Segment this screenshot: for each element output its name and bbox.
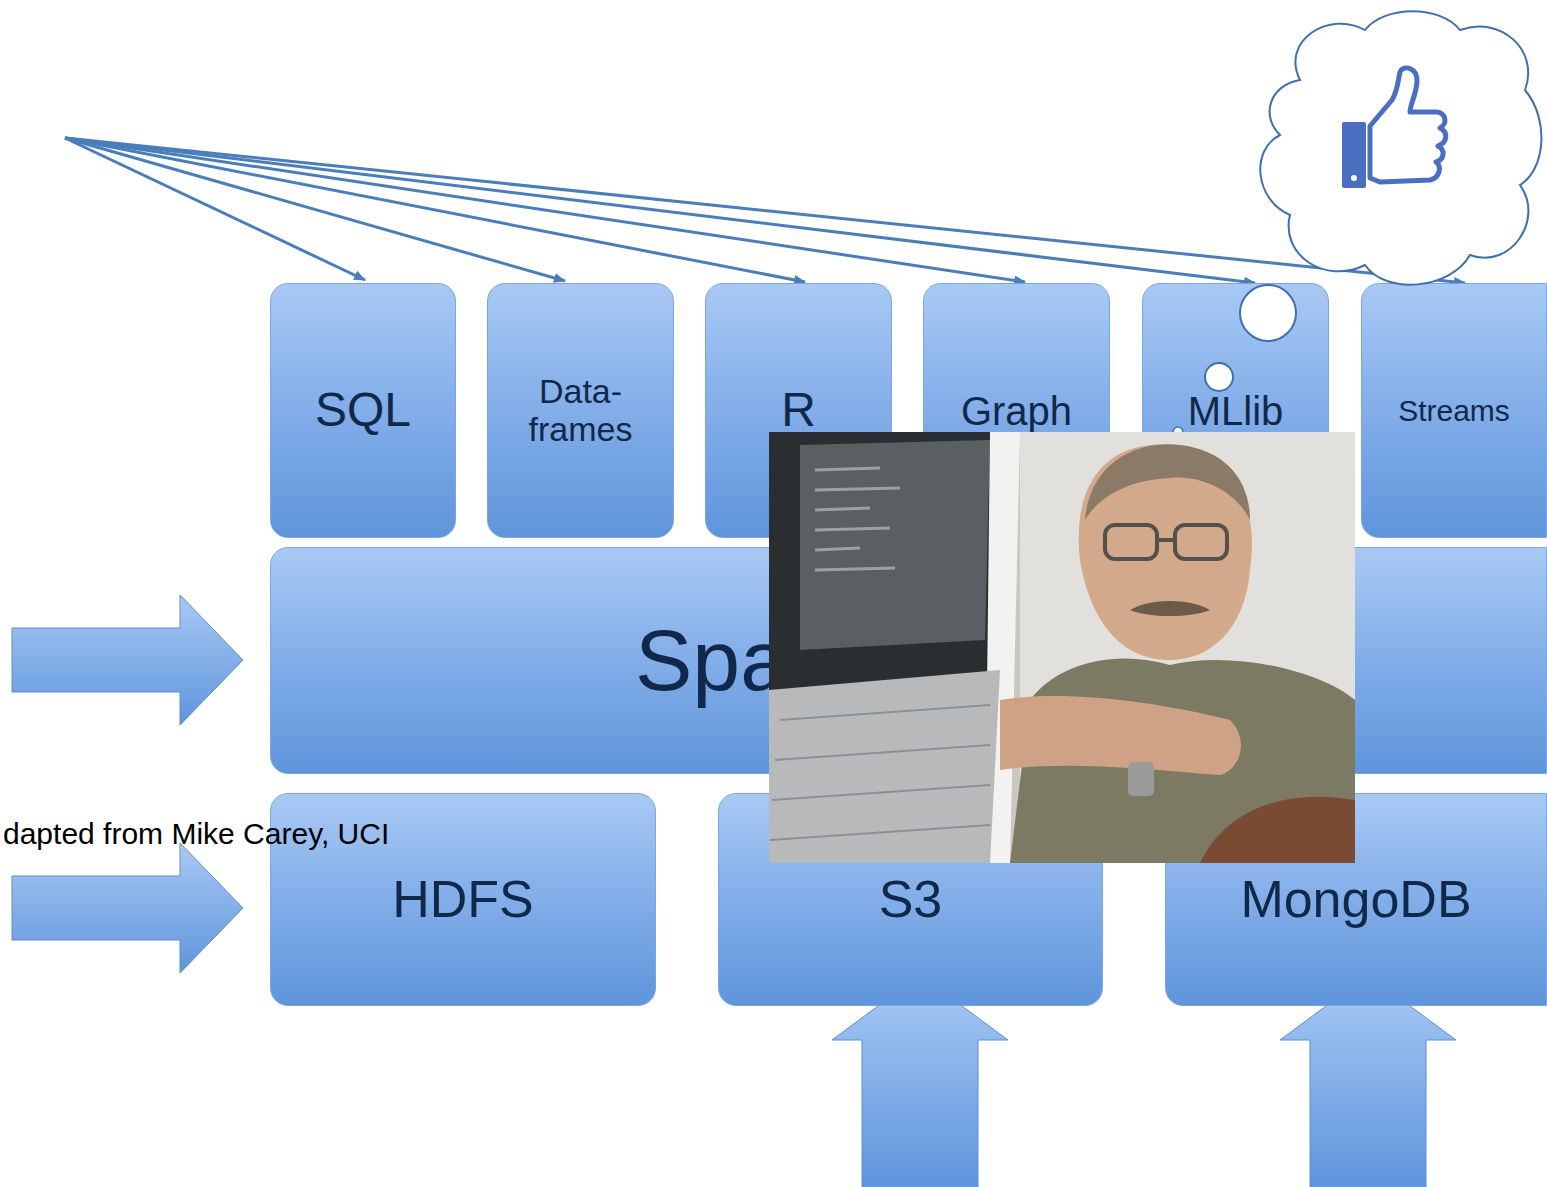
block-arrow [1280, 975, 1456, 1187]
feature-box: Graph [923, 283, 1110, 538]
feature-box: Data- frames [487, 283, 674, 538]
feature-box: Streams [1361, 283, 1547, 538]
box-label: MongoDB [1240, 871, 1471, 928]
feature-box: SQL [270, 283, 456, 538]
fan-arrows [65, 138, 1465, 283]
block-arrow [12, 595, 243, 725]
block-arrow [832, 975, 1008, 1187]
box-label: HDFS [392, 871, 534, 928]
storage-box: S3 [718, 793, 1103, 1006]
person-photo [769, 432, 1355, 863]
credit-note: dapted from Mike Carey, UCI [3, 817, 389, 851]
box-label: Graph [961, 389, 1072, 433]
thought-cloud [1173, 11, 1541, 437]
box-label: S3 [879, 871, 943, 928]
feature-box: R [705, 283, 892, 538]
box-label: Streams [1398, 394, 1510, 427]
box-label: SQL [315, 384, 411, 437]
box-label: MLlib [1188, 389, 1284, 433]
box-label: Data- frames [516, 373, 646, 448]
box-label: R [781, 384, 816, 437]
box-label: Spa [635, 613, 788, 708]
feature-box: MLlib [1142, 283, 1329, 538]
block-arrow [12, 843, 243, 973]
engine-band: Spa [270, 547, 1547, 774]
storage-box: MongoDB [1165, 793, 1547, 1006]
